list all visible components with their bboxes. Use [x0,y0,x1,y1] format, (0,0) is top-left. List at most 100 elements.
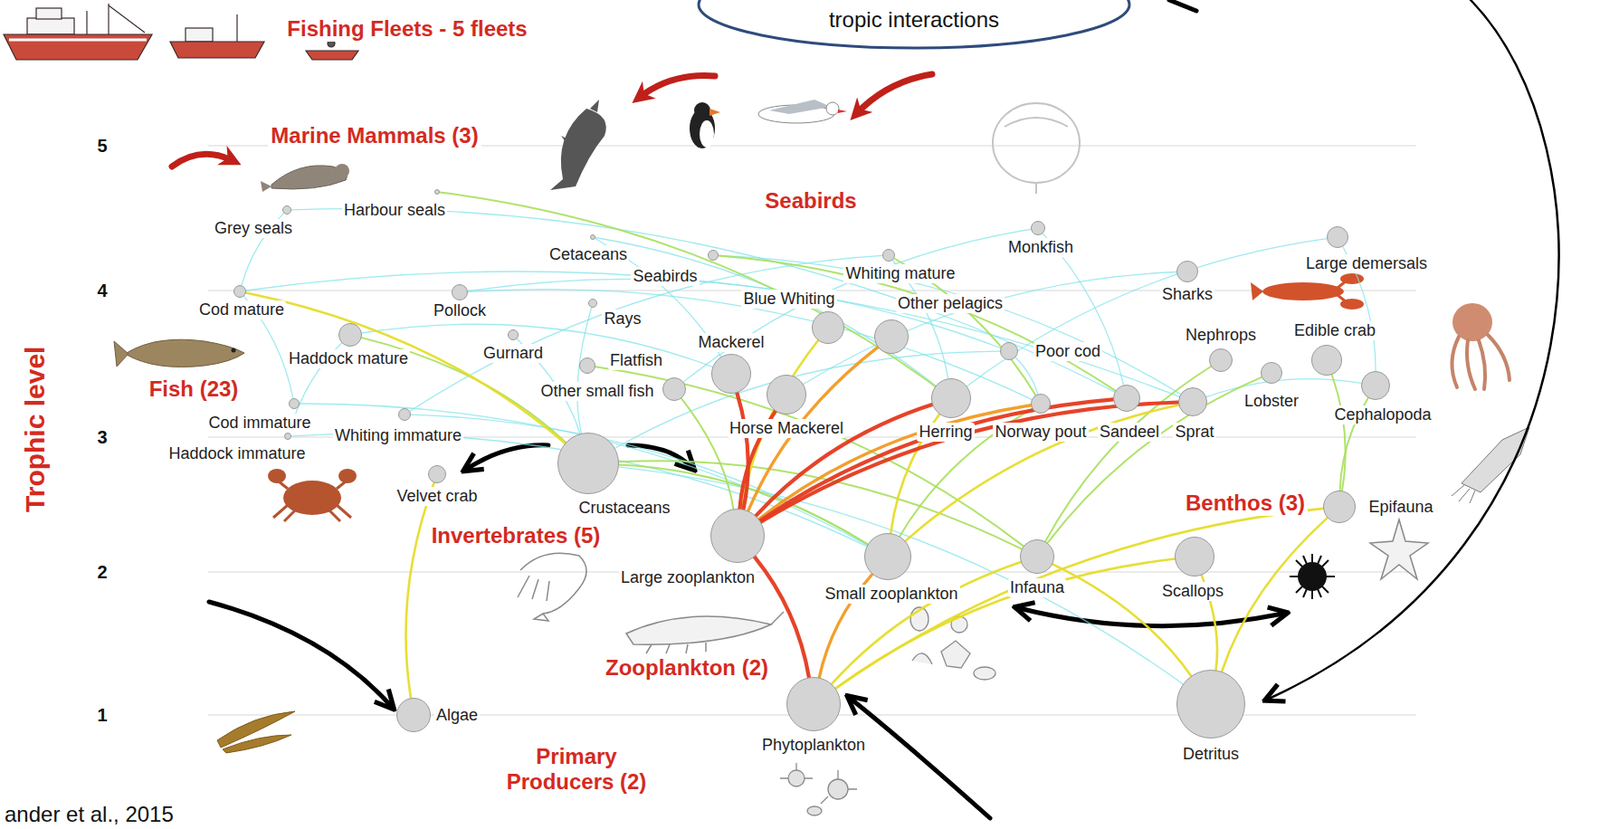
species-label: Flatfish [608,351,665,371]
squid [1451,427,1530,504]
illustration-part [222,734,292,753]
illustration-part [267,468,286,484]
group-label: Invertebrates (5) [428,523,604,549]
illustration-part [590,99,600,113]
species-label: Algae [434,705,480,725]
species-label: Cod immature [206,413,313,433]
species-node: Herring [931,378,972,419]
species-node: Phytoplankton [786,676,841,732]
species-node: Cephalopoda [1361,371,1391,400]
illustration-part [208,571,1417,573]
krill-sketch [626,611,784,654]
species-node: Detritus [1176,669,1246,739]
species-node: Monkfish [1030,220,1046,236]
axis-number: 1 [94,704,110,726]
species-label: Haddock mature [286,349,410,369]
species-label: Scallops [1160,581,1226,601]
species-label: Crustaceans [576,498,672,518]
axis-number: 5 [94,135,110,157]
illustration-part [1487,334,1510,381]
illustration-part [3,34,153,60]
illustration-part [108,5,145,33]
dolphin [550,99,607,191]
phytoplankton-cells [780,762,858,816]
species-node: Crustaceans [557,432,620,495]
illustration-part [517,575,550,601]
illustration-part [126,339,245,367]
starfish [1370,519,1429,580]
trophic-link [1332,374,1346,491]
species-node: Sharks [1176,260,1199,283]
puffin [689,102,721,149]
gull [758,99,848,124]
species-label: Whiting mature [843,264,957,284]
species-label: Blue Whiting [741,289,837,309]
illustration-part [992,103,1080,183]
species-label: Grey seals [212,219,295,239]
crab [267,468,357,522]
species-label: Sharks [1160,285,1215,305]
group-label: Seabirds [761,188,859,214]
species-label: Small zooplankton [822,584,960,604]
trophic-link [803,272,1177,385]
illustration-part [1461,427,1530,493]
species-node: Haddock immature [284,432,292,440]
species-node: Mackerel [711,353,752,394]
group-label: Benthos (3) [1182,490,1308,516]
seal [260,163,350,192]
illustration-part [788,770,805,787]
illustration-part [171,153,234,167]
illustration-part [941,640,971,668]
illustration-part [520,552,587,614]
group-label: Zooplankton (2) [602,655,772,681]
species-node: Sandeel [1113,384,1141,412]
axis-title: Trophic level [20,342,53,515]
species-node: Sprat [1178,387,1208,417]
shrimp-sketch [517,552,587,621]
species-node: Cetaceans [590,234,596,240]
illustration-part [36,8,62,20]
species-label: Mackerel [695,333,766,353]
species-label: Rays [601,309,643,329]
species-node: Rays [588,298,598,308]
illustration-part [533,613,549,621]
species-label: Epifauna [1366,497,1435,517]
species-label: Detritus [1180,744,1241,764]
trophic-link [1015,357,1039,395]
species-node: Seabirds [707,249,719,261]
illustration-part [856,74,933,115]
species-node: Grey seals [282,205,292,215]
illustration-part [912,653,933,665]
species-node: Algae [396,697,431,733]
species-label: Lobster [1242,391,1301,411]
species-node: Blue Whiting [811,311,845,344]
illustration-part [260,180,272,192]
trophic-link [718,255,1181,394]
ellipse-callout: tropic interactions [696,0,1132,50]
species-label: Herring [916,422,974,442]
illustration-part [236,14,238,42]
illustration-part [1478,340,1486,390]
illustration-part [1268,0,1559,699]
illustration-part [550,108,607,191]
illustration-part [1289,553,1335,600]
species-node: Cod immature [288,398,300,410]
trophic-link [736,392,748,510]
black-arrow [209,0,1559,819]
sea-urchin [1289,553,1335,600]
species-label: Cetaceans [547,245,629,265]
species-label: Other pelagics [895,294,1005,314]
species-label: Other small fish [538,381,656,401]
species-node: Flatfish [579,357,596,374]
axis-number: 4 [94,280,110,302]
species-node: Whiting immature [398,408,411,421]
illustration-part [709,108,721,116]
illustration-part [561,135,580,156]
callout-text: tropic interactions [827,7,1001,33]
species-node: Large zooplankton [710,508,765,563]
species-label: Pollock [431,301,488,321]
illustration-part [305,50,359,60]
illustration-part [185,28,213,42]
species-node: Norway pout [1030,393,1051,414]
species-node: Horse Mackerel [766,374,807,415]
